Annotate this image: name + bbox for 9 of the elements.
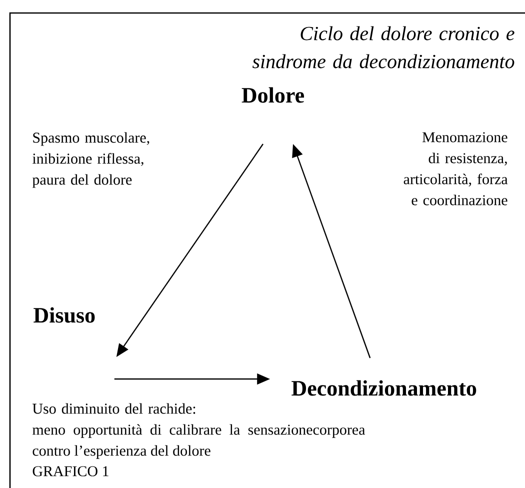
title: Ciclo del dolore cronico e sindrome da decondizionamento — [252, 26, 514, 68]
concept-label: Decondizionamento — [292, 380, 476, 396]
note-text: Uso diminuito del rachide: — [32, 403, 196, 414]
concept-label: Dolore — [242, 87, 304, 103]
note-text: Menomazione di resistenza, articolarità, forza e coordinazione — [404, 132, 508, 206]
note-text: Spasmo muscolare, inibizione riflessa, paura del dolore — [32, 132, 150, 188]
caption: GRAFICO 1 — [32, 466, 108, 476]
concept-label: Disuso — [34, 307, 95, 323]
note-text: meno opportunità di calibrare la sensazionecorporea contro l’esperienza del dolore — [32, 424, 366, 459]
